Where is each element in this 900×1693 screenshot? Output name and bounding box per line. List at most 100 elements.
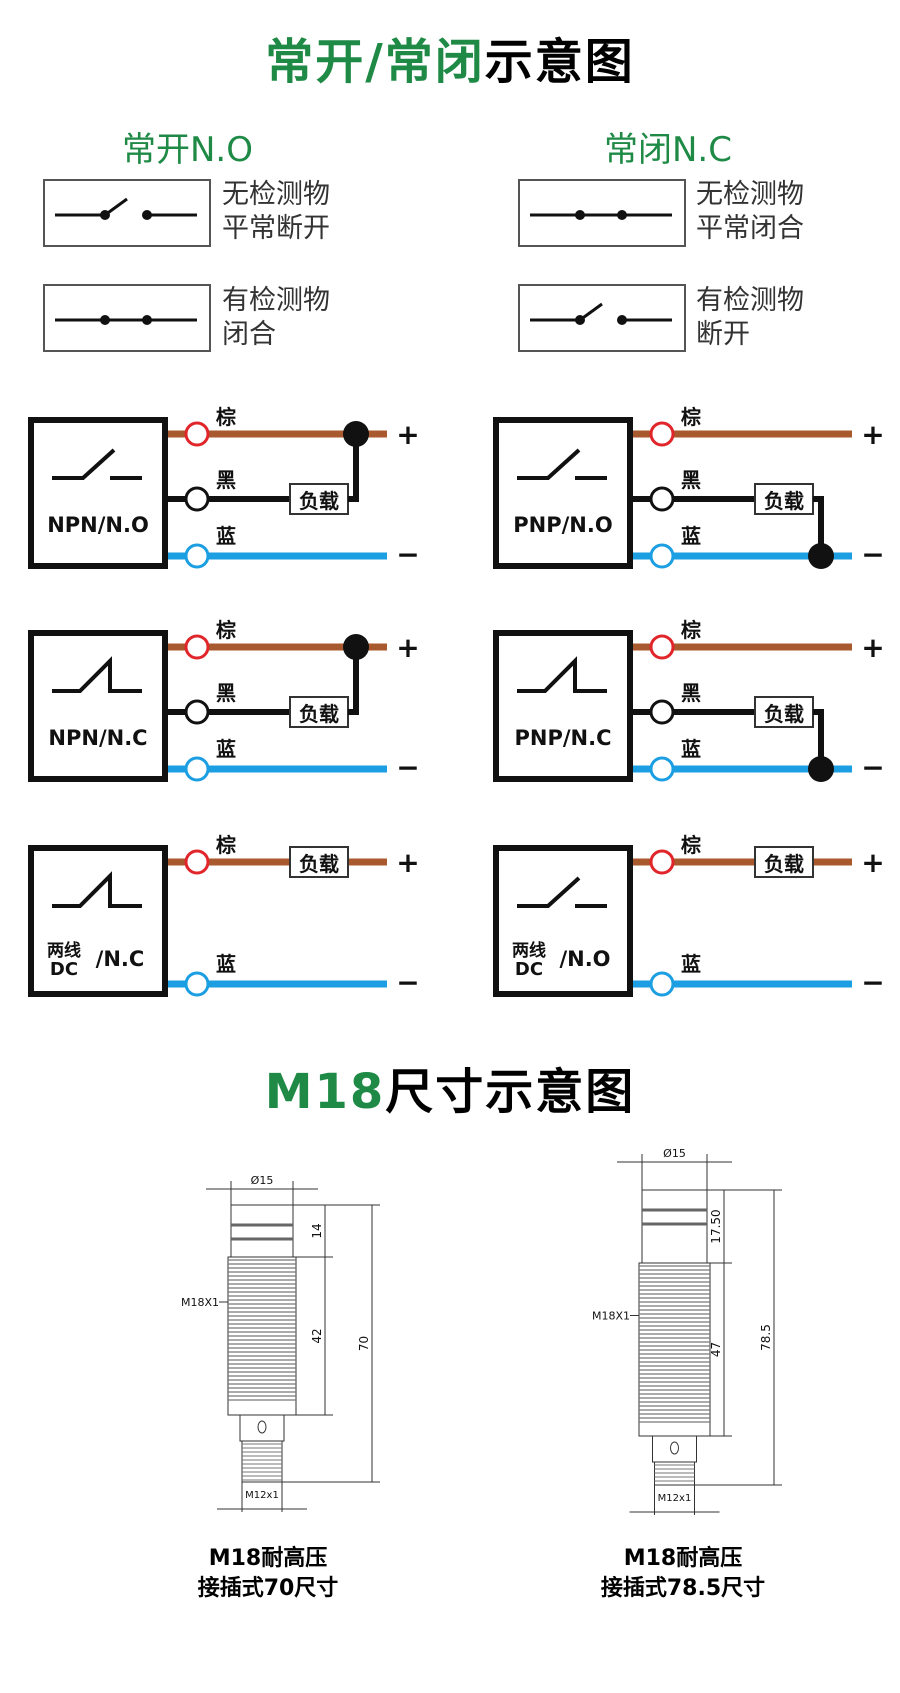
no-state-1-text: 无检测物 平常断开: [222, 179, 330, 244]
brown-wire-label: 棕: [216, 833, 236, 857]
load-box: [289, 483, 349, 515]
no-state-open-box: [43, 179, 211, 247]
brown-terminal: [649, 421, 675, 447]
dimension-title: M18尺寸示意图: [0, 1052, 900, 1122]
nc-state-open-box: [518, 284, 686, 352]
load-label: 负载: [299, 852, 339, 876]
no-switch-icon: [52, 448, 116, 480]
sensor-type-label: PNP/N.C: [515, 726, 612, 750]
sensor-box: [28, 417, 168, 569]
minus-sign: −: [861, 966, 884, 999]
total-length-label: 70: [357, 1336, 371, 1351]
load-box: [289, 846, 349, 878]
connector-thread: [241, 1440, 283, 1483]
plus-sign: +: [861, 418, 884, 451]
dc-label: DC: [50, 959, 78, 980]
minus-sign: −: [396, 966, 419, 999]
nc-state-closed-box: [518, 179, 686, 247]
sensor-box: [28, 630, 168, 782]
thread-length-label: 47: [709, 1342, 723, 1357]
blue-wire-label: 蓝: [681, 737, 701, 761]
open-switch-icon: [530, 302, 672, 325]
nc-switch-icon: [52, 871, 142, 908]
load-label: 负载: [764, 489, 804, 513]
plus-sign: +: [396, 418, 419, 451]
load-label: 负载: [764, 702, 804, 726]
caption-line-1: M18耐高压: [208, 1546, 328, 1571]
sensor-cap: [641, 1189, 708, 1264]
sensor-cap: [230, 1204, 294, 1258]
brown-wire-label: 棕: [681, 833, 701, 857]
caption-line-2: 接插式70尺寸: [197, 1576, 339, 1601]
nc-switch-icon: [517, 656, 607, 693]
black-wire-label: 黑: [216, 468, 236, 492]
no-switch-icon: [517, 876, 581, 908]
neck-hole: [257, 1420, 267, 1434]
junction-dot: [808, 543, 834, 569]
blue-terminal: [649, 543, 675, 569]
thread-length-label: 42: [310, 1328, 324, 1343]
diameter-label: Ø15: [663, 1147, 686, 1160]
total-length-label: 78.5: [759, 1324, 773, 1351]
brown-terminal: [184, 421, 210, 447]
no-state-2-text: 有检测物 闭合: [222, 285, 330, 350]
blue-wire-label: 蓝: [216, 952, 236, 976]
drawing-1-caption: M18耐高压接插式70尺寸: [168, 1544, 368, 1604]
load-box: [754, 846, 814, 878]
head-length-label: 14: [310, 1223, 324, 1238]
neck-hole: [670, 1441, 679, 1455]
blue-terminal: [184, 756, 210, 782]
nc-state-2-text: 有检测物 断开: [696, 285, 804, 350]
head-length-label: 17.50: [709, 1209, 723, 1243]
brown-wire-label: 棕: [681, 618, 701, 642]
junction-dot: [343, 421, 369, 447]
nc-switch-icon: [52, 656, 142, 693]
black-wire-to-plus: [348, 647, 359, 715]
black-wire-to-plus: [348, 434, 359, 502]
closed-switch-icon: [55, 315, 197, 325]
thread-spec-label: M18X1: [181, 1296, 219, 1309]
brown-terminal: [649, 634, 675, 660]
brown-wire-label: 棕: [216, 405, 236, 429]
black-wire-label: 黑: [216, 681, 236, 705]
two-wire-label: 两线: [512, 940, 546, 961]
diameter-label: Ø15: [251, 1174, 274, 1187]
plus-sign: +: [861, 846, 884, 879]
sensor-box: [493, 417, 633, 569]
sensor-type-label: NPN/N.O: [47, 513, 149, 537]
connector-label: M12x1: [245, 1490, 279, 1501]
plus-sign: +: [861, 631, 884, 664]
dimension-title-black: 尺寸示意图: [385, 1064, 636, 1120]
load-label: 负载: [764, 852, 804, 876]
nc-section-title: 常闭N.C: [604, 130, 732, 170]
sensor-neck: [652, 1435, 697, 1463]
blue-wire-label: 蓝: [216, 524, 236, 548]
page-title: 常开/常闭示意图: [0, 22, 900, 92]
load-label: 负载: [299, 489, 339, 513]
black-terminal: [184, 486, 210, 512]
blue-terminal: [184, 971, 210, 997]
junction-dot: [343, 634, 369, 660]
no-section-title: 常开N.O: [122, 130, 254, 170]
sensor-type-label: PNP/N.O: [513, 513, 612, 537]
dimension-title-green: M18: [264, 1064, 386, 1120]
caption-line-1: M18耐高压: [623, 1546, 743, 1571]
sensor-box: [28, 845, 168, 997]
blue-terminal: [649, 756, 675, 782]
no-state-closed-box: [43, 284, 211, 352]
caption-line-2: 接插式78.5尺寸: [600, 1576, 766, 1601]
black-wire-to-minus: [813, 496, 824, 556]
brown-wire-label: 棕: [216, 618, 236, 642]
black-wire-to-minus: [813, 709, 824, 769]
sensor-box: [493, 630, 633, 782]
sensor-box: [493, 845, 633, 997]
sensor-type-label: NPN/N.C: [48, 726, 147, 750]
minus-sign: −: [861, 751, 884, 784]
load-box: [754, 696, 814, 728]
